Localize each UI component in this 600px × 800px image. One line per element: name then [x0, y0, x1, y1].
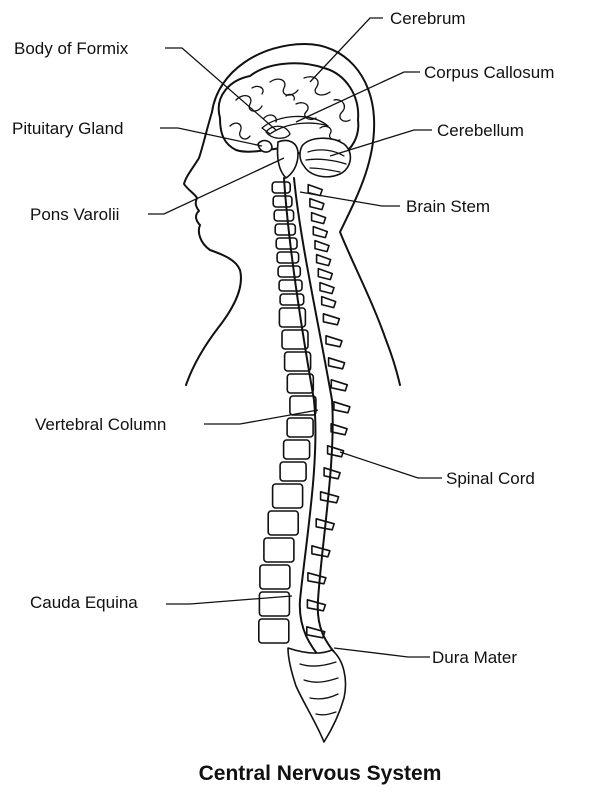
spine: [257, 177, 351, 743]
spinous-process: [314, 239, 330, 253]
vertebra-body: [289, 395, 317, 416]
leader-body-of-formix: [165, 47, 277, 131]
cerebrum-shape: [217, 62, 360, 159]
vertebra-body: [278, 279, 303, 292]
vertebra-body: [267, 510, 300, 536]
vertebra-body: [277, 265, 302, 278]
pons-shape: [276, 139, 299, 179]
vertebra-body: [279, 293, 305, 306]
vertebra-body: [257, 618, 290, 644]
vertebra-body: [263, 537, 295, 563]
labels: Cerebrum Body of Formix Corpus Callosum …: [12, 9, 554, 667]
leader-vertebral-column: [204, 409, 319, 425]
label-corpus-callosum: Corpus Callosum: [424, 63, 554, 82]
vertebra-body: [275, 237, 298, 250]
spinous-process: [327, 357, 346, 370]
leader-cauda-equina: [166, 595, 293, 605]
label-body-of-formix: Body of Formix: [14, 39, 129, 58]
spinous-process: [326, 445, 345, 458]
cerebellum-shape: [299, 137, 352, 178]
fornix-shape: [265, 125, 291, 139]
vertebra-body: [273, 209, 295, 222]
label-cerebrum: Cerebrum: [390, 9, 466, 28]
vertebra-body: [286, 373, 315, 394]
spinous-process: [317, 267, 334, 281]
spinous-process: [330, 423, 348, 436]
leader-spinal-cord: [339, 451, 442, 479]
vertebra-body: [271, 483, 304, 509]
leader-brain-stem: [299, 191, 400, 207]
spinous-process: [309, 197, 325, 211]
vertebra-body: [279, 461, 307, 482]
vertebra-body: [283, 351, 312, 372]
spinous-process: [315, 253, 332, 267]
leader-dura-mater: [333, 647, 430, 658]
spinous-process: [333, 401, 351, 414]
pituitary-shape: [257, 139, 273, 153]
leader-pituitary-gland: [160, 127, 263, 147]
diagram-title: Central Nervous System: [199, 762, 442, 785]
brain: [217, 62, 360, 179]
label-brain-stem: Brain Stem: [406, 197, 490, 216]
vertebra-body: [282, 439, 311, 460]
spinous-process: [319, 491, 340, 504]
leader-pons-varolii: [148, 157, 285, 215]
spinous-process: [319, 281, 335, 295]
label-vertebral-column: Vertebral Column: [35, 415, 166, 434]
spinous-process: [312, 225, 329, 239]
label-dura-mater: Dura Mater: [432, 648, 517, 667]
leader-lines: [148, 17, 442, 658]
leader-corpus-callosum: [295, 71, 420, 123]
vertebra-body: [274, 223, 297, 236]
vertebra-body: [259, 564, 291, 590]
spinous-process: [307, 572, 327, 585]
spinous-process: [310, 211, 327, 225]
vertebra-body: [281, 329, 309, 350]
label-spinal-cord: Spinal Cord: [446, 469, 535, 488]
corpus-callosum-shape: [261, 115, 329, 135]
vertebra-body: [272, 195, 293, 208]
label-pons-varolii: Pons Varolii: [30, 205, 119, 224]
spinous-process: [322, 313, 341, 326]
vertebra-body: [271, 181, 292, 194]
sacrum-shape: [287, 647, 347, 743]
vertebra-body: [286, 417, 314, 438]
head-silhouette: [183, 43, 401, 386]
spinous-process: [320, 295, 337, 309]
spinal-cord-back: [293, 177, 335, 653]
spinal-cord-front: [283, 177, 323, 661]
spinous-process: [311, 545, 331, 558]
vertebra-body: [258, 591, 291, 617]
spinous-process: [323, 467, 341, 480]
label-pituitary-gland: Pituitary Gland: [12, 119, 124, 138]
leader-cerebrum: [309, 17, 383, 83]
spinous-process: [325, 335, 343, 348]
spinous-process: [306, 599, 327, 612]
label-cerebellum: Cerebellum: [437, 121, 524, 140]
vertebra-body: [276, 251, 300, 264]
leader-cerebellum: [329, 129, 432, 157]
spinous-process: [330, 379, 349, 392]
label-cauda-equina: Cauda Equina: [30, 593, 138, 612]
spinous-process: [306, 626, 326, 639]
